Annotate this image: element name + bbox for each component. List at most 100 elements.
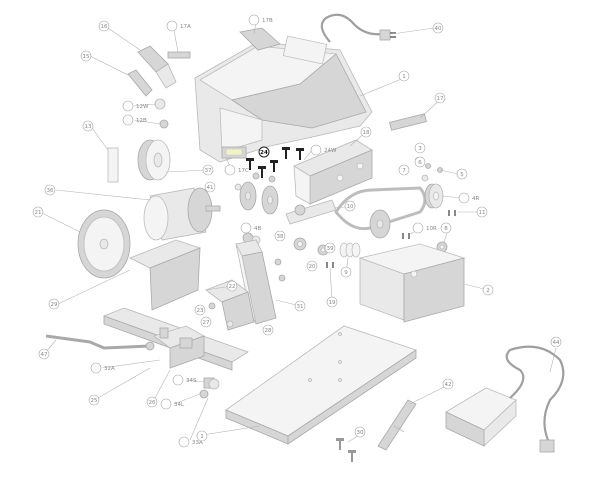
callout-25: 25 [88, 394, 100, 406]
base-plate-1 [225, 325, 417, 445]
power-cord-40 [320, 13, 396, 43]
callout-17c: 17C [224, 164, 249, 176]
callout-3: 3 [414, 142, 426, 154]
bracket-18 [293, 139, 373, 205]
svg-text:7: 7 [402, 168, 406, 174]
callout-11: 11 [476, 206, 488, 218]
callout-37: 37 [202, 164, 214, 176]
screws-bottom [336, 438, 356, 462]
svg-text:9: 9 [344, 270, 348, 276]
svg-text:10R: 10R [426, 226, 437, 232]
svg-text:20: 20 [309, 264, 316, 270]
callout-24w: 24W [310, 144, 337, 156]
pulley-4r [424, 183, 444, 209]
label-plate-17a [167, 51, 191, 59]
callout-6: 6 [414, 156, 426, 168]
callout-27: 27 [200, 316, 212, 328]
svg-text:1: 1 [402, 74, 406, 80]
svg-text:29: 29 [51, 302, 58, 308]
motor-36 [143, 182, 221, 241]
spring-8 [339, 242, 361, 258]
svg-text:44: 44 [553, 340, 560, 346]
callout-32a: 32A [90, 362, 115, 374]
callout-15: 15 [80, 50, 92, 62]
svg-text:17C: 17C [238, 168, 249, 174]
svg-text:5: 5 [460, 172, 464, 178]
svg-text:39: 39 [327, 246, 334, 252]
callout-26: 26 [146, 396, 158, 408]
callout-36: 36 [44, 184, 56, 196]
svg-text:12W: 12W [136, 104, 149, 110]
callout-17: 17 [434, 92, 446, 104]
svg-text:3: 3 [418, 146, 422, 152]
callout-20: 20 [306, 260, 318, 272]
callout-28: 28 [262, 324, 274, 336]
svg-text:21: 21 [35, 210, 42, 216]
svg-text:26: 26 [149, 400, 156, 406]
handle-rod-47 [45, 334, 155, 351]
svg-text:17: 17 [437, 96, 444, 102]
callout-30: 30 [354, 426, 366, 438]
svg-text:34S: 34S [186, 378, 197, 384]
callout-31: 31 [294, 300, 306, 312]
svg-text:6: 6 [418, 160, 422, 166]
svg-text:28: 28 [265, 328, 272, 334]
callout-7: 7 [398, 164, 410, 176]
callout-44: 44 [550, 336, 562, 348]
callout-34l: 34L [160, 398, 185, 410]
callout-12b: 12B [122, 114, 147, 126]
svg-text:24W: 24W [324, 148, 337, 154]
svg-text:13: 13 [85, 124, 92, 130]
svg-text:16: 16 [101, 24, 108, 30]
callout-18: 18 [360, 126, 372, 138]
callout-16: 16 [98, 20, 110, 32]
svg-text:11: 11 [479, 210, 486, 216]
callout-12w: 12W [122, 100, 149, 112]
tool-42 [377, 399, 417, 451]
svg-text:33A: 33A [192, 440, 203, 446]
callout-42: 42 [442, 378, 454, 390]
callout-38: 38 [274, 230, 286, 242]
label-strip-14 [107, 147, 119, 183]
svg-text:23: 23 [197, 308, 204, 314]
callout-24-highlighted: 24 [258, 146, 270, 158]
svg-text:4B: 4B [254, 226, 261, 232]
callout-21: 21 [32, 206, 44, 218]
callout-4r: 4R [458, 192, 479, 204]
callout-39: 39 [324, 242, 336, 254]
svg-text:38: 38 [277, 234, 284, 240]
svg-text:1: 1 [200, 434, 204, 440]
cutting-disc-21 [77, 209, 131, 279]
svg-text:47: 47 [41, 352, 48, 358]
callout-1-bottom: 1 [196, 430, 208, 442]
svg-text:18: 18 [363, 130, 370, 136]
handle-16 [137, 45, 177, 89]
callout-34s: 34S [172, 374, 197, 386]
callout-23: 23 [194, 304, 206, 316]
callout-40: 40 [432, 22, 444, 34]
svg-text:8: 8 [444, 226, 448, 232]
callout-22: 22 [226, 280, 238, 292]
callout-17a: 17A [166, 20, 191, 32]
svg-text:17B: 17B [262, 18, 273, 24]
callout-5: 5 [456, 168, 468, 180]
svg-text:27: 27 [203, 320, 210, 326]
callout-33a: 33A [178, 436, 203, 448]
svg-text:30: 30 [357, 430, 364, 436]
callout-10r: 10R [412, 222, 437, 234]
svg-text:10: 10 [347, 204, 354, 210]
column-31 [235, 239, 286, 325]
callout-8: 8 [440, 222, 452, 234]
callout-17b: 17B [248, 14, 273, 26]
svg-text:31: 31 [297, 304, 304, 310]
callout-4b: 4B [240, 222, 261, 234]
svg-text:2: 2 [486, 288, 490, 294]
clamp-bracket [205, 279, 255, 331]
svg-text:17A: 17A [180, 24, 191, 30]
svg-text:4R: 4R [472, 196, 479, 202]
svg-text:15: 15 [83, 54, 90, 60]
strip-17 [389, 113, 427, 131]
knob-34 [199, 377, 220, 399]
